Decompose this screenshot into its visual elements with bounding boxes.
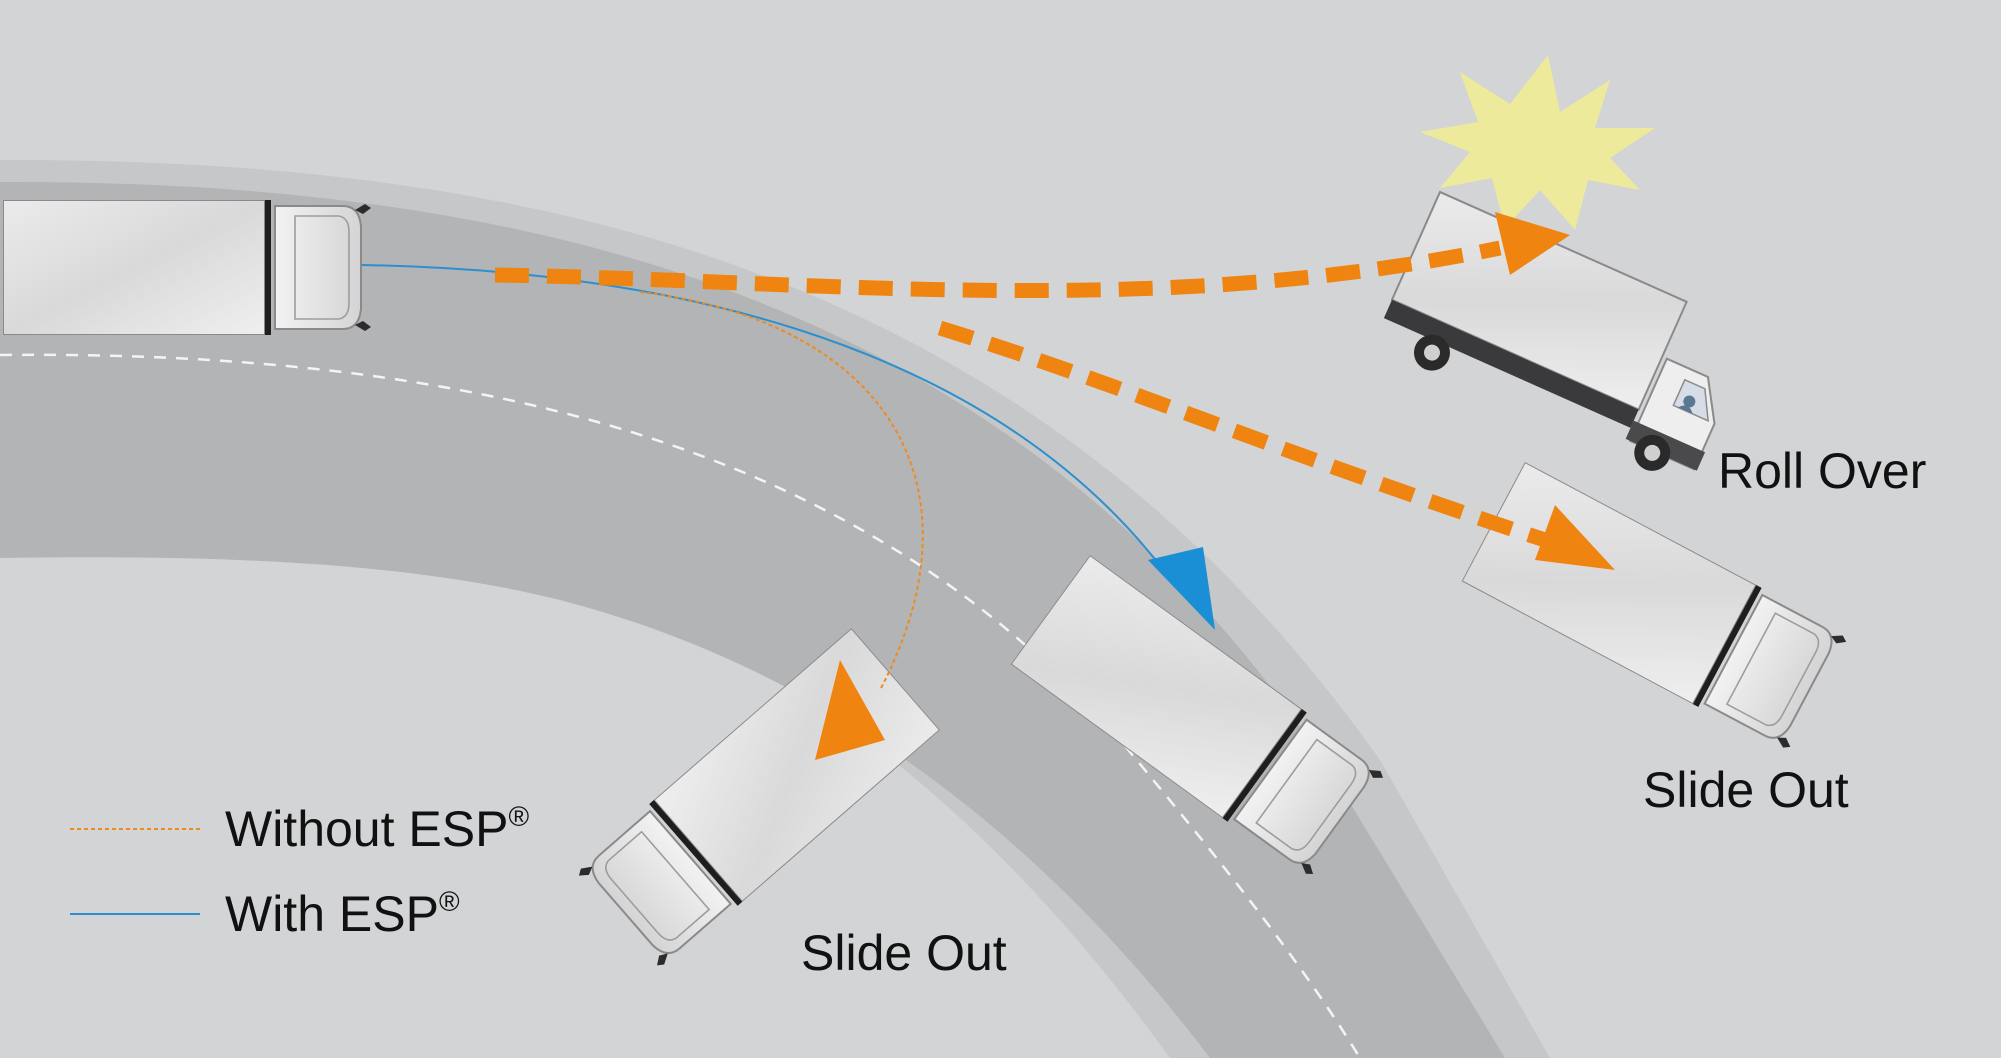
truck-slide-out-outer [1461,462,1851,755]
impact-burst-icon [1420,55,1655,230]
lane-divider [0,353,1362,1058]
legend-with-label: With ESP® [225,886,460,942]
slide-out-arrowhead [1535,505,1615,570]
road [0,159,1550,1058]
label-roll-over: Roll Over [1718,443,1926,499]
legend: Without ESP® With ESP® [70,801,529,942]
trajectories [361,212,1615,760]
truck-start [3,200,372,335]
label-slide-out-bottom: Slide Out [801,925,1007,981]
with-esp-path [361,264,1166,573]
truck-roll-over [1383,190,1716,471]
slide-out-path [937,320,1548,548]
without-esp-arrowhead [815,660,885,760]
legend-without-label: Without ESP® [225,801,529,857]
roll-over-path [494,240,1502,299]
label-slide-out-right: Slide Out [1643,762,1849,818]
with-esp-arrowhead [1148,547,1215,630]
roll-over-arrowhead [1495,212,1570,275]
